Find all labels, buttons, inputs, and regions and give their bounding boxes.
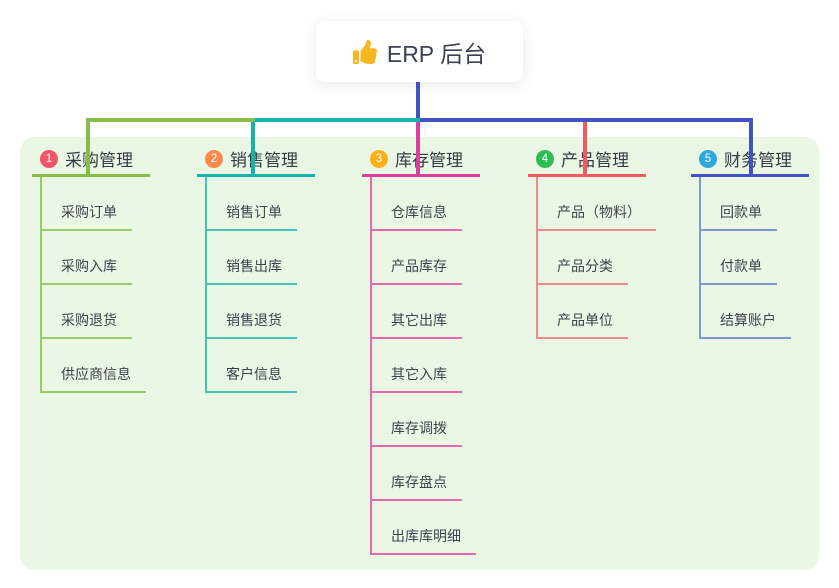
child-node[interactable]: 销售订单 xyxy=(207,177,297,231)
connector-horizontal-finance xyxy=(420,118,753,122)
child-node[interactable]: 库存调拨 xyxy=(372,393,462,447)
badge-5: 5 xyxy=(699,149,717,168)
child-label: 销售出库 xyxy=(226,258,282,274)
branch-drop-line xyxy=(749,118,753,177)
child-label: 销售退货 xyxy=(226,312,282,328)
branch-underline xyxy=(32,174,150,177)
branch-drop-line xyxy=(251,118,255,177)
branch-children: 采购订单 采购入库 采购退货 供应商信息 xyxy=(40,177,146,393)
child-label: 产品（物料） xyxy=(557,204,641,220)
branch-label: 销售管理 xyxy=(230,151,298,170)
child-node[interactable]: 付款单 xyxy=(701,231,777,285)
branch-label: 产品管理 xyxy=(561,151,629,170)
branch-children: 产品（物料） 产品分类 产品单位 xyxy=(536,177,656,339)
branch-label: 财务管理 xyxy=(724,151,792,170)
child-label: 库存调拨 xyxy=(391,420,447,436)
thumbs-up-icon xyxy=(352,39,377,64)
child-node[interactable]: 其它入库 xyxy=(372,339,462,393)
child-node[interactable]: 产品库存 xyxy=(372,231,462,285)
child-node[interactable]: 销售退货 xyxy=(207,285,297,339)
branch-node-sales[interactable]: 2 销售管理 xyxy=(205,146,298,171)
child-node[interactable]: 仓库信息 xyxy=(372,177,462,231)
child-node[interactable]: 结算账户 xyxy=(701,285,791,339)
root-connector-vertical xyxy=(416,82,420,122)
branch-drop-line xyxy=(583,118,587,177)
branch-underline xyxy=(691,174,809,177)
child-label: 供应商信息 xyxy=(61,366,131,382)
branch-children: 仓库信息 产品库存 其它出库 其它入库 库存调拨 库存盘点 出库库明细 xyxy=(370,177,476,555)
child-node[interactable]: 采购入库 xyxy=(42,231,132,285)
branch-node-purchase[interactable]: 1 采购管理 xyxy=(40,146,133,171)
child-node[interactable]: 销售出库 xyxy=(207,231,297,285)
branch-children: 销售订单 销售出库 销售退货 客户信息 xyxy=(205,177,297,393)
badge-4: 4 xyxy=(536,149,554,168)
child-label: 产品分类 xyxy=(557,258,613,274)
branch-underline xyxy=(362,174,480,177)
branch-drop-line xyxy=(416,118,420,177)
branch-node-finance[interactable]: 5 财务管理 xyxy=(699,146,792,171)
child-label: 采购订单 xyxy=(61,204,117,220)
child-label: 付款单 xyxy=(720,258,762,274)
child-label: 产品库存 xyxy=(391,258,447,274)
child-node[interactable]: 产品（物料） xyxy=(538,177,656,231)
branch-node-product[interactable]: 4 产品管理 xyxy=(536,146,629,171)
branches-panel xyxy=(20,137,819,570)
child-node[interactable]: 出库库明细 xyxy=(372,501,476,555)
branch-node-inventory[interactable]: 3 库存管理 xyxy=(370,146,463,171)
badge-3: 3 xyxy=(370,149,388,168)
child-label: 其它出库 xyxy=(391,312,447,328)
branch-underline xyxy=(197,174,315,177)
child-node[interactable]: 供应商信息 xyxy=(42,339,146,393)
child-node[interactable]: 其它出库 xyxy=(372,285,462,339)
child-node[interactable]: 采购订单 xyxy=(42,177,132,231)
child-label: 库存盘点 xyxy=(391,474,447,490)
child-node[interactable]: 采购退货 xyxy=(42,285,132,339)
branch-underline xyxy=(528,174,646,177)
child-node[interactable]: 产品分类 xyxy=(538,231,628,285)
child-node[interactable]: 库存盘点 xyxy=(372,447,462,501)
badge-1: 1 xyxy=(40,149,58,168)
child-label: 采购入库 xyxy=(61,258,117,274)
connector-horizontal-purchase xyxy=(88,118,255,122)
child-node[interactable]: 产品单位 xyxy=(538,285,628,339)
branch-drop-line xyxy=(86,118,90,177)
child-label: 采购退货 xyxy=(61,312,117,328)
connector-horizontal-sales xyxy=(255,118,420,122)
child-label: 销售订单 xyxy=(226,204,282,220)
branch-children: 回款单 付款单 结算账户 xyxy=(699,177,791,339)
child-label: 仓库信息 xyxy=(391,204,447,220)
root-node-erp[interactable]: ERP 后台 xyxy=(316,21,523,82)
branch-label: 库存管理 xyxy=(395,151,463,170)
child-label: 其它入库 xyxy=(391,366,447,382)
child-node[interactable]: 回款单 xyxy=(701,177,777,231)
branch-label: 采购管理 xyxy=(65,151,133,170)
root-node-label: ERP 后台 xyxy=(386,40,487,67)
child-label: 产品单位 xyxy=(557,312,613,328)
child-label: 客户信息 xyxy=(226,366,282,382)
badge-2: 2 xyxy=(205,149,223,168)
child-label: 回款单 xyxy=(720,204,762,220)
child-node[interactable]: 客户信息 xyxy=(207,339,297,393)
child-label: 出库库明细 xyxy=(391,528,461,544)
child-label: 结算账户 xyxy=(720,312,776,328)
